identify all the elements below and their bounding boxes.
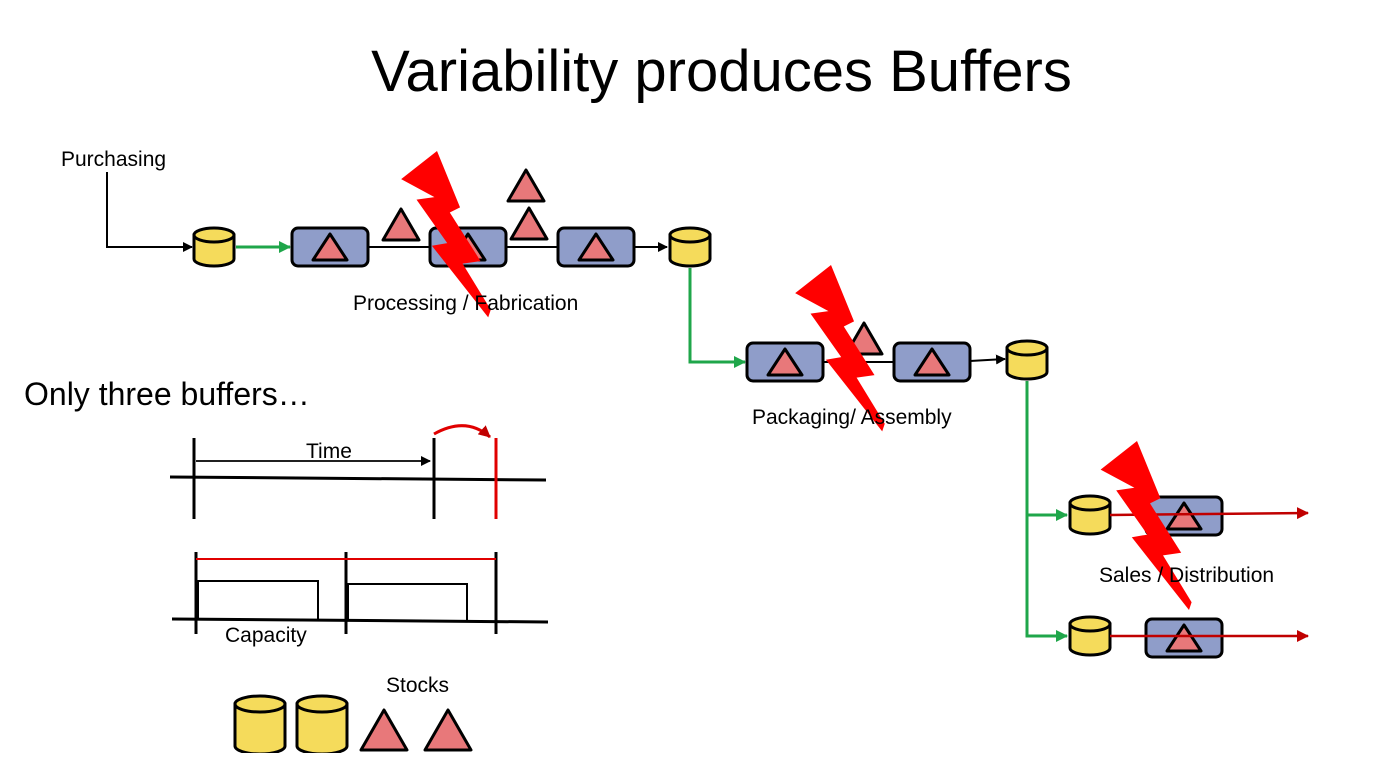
capacity-axis [171, 617, 549, 624]
stock-cylinder-icon [295, 694, 349, 756]
wip-triangle [506, 168, 546, 203]
subtitle: Only three buffers… [24, 376, 310, 412]
process-step-7 [1144, 617, 1224, 659]
green-flow-arrow [1025, 381, 1068, 642]
wip-triangle [509, 206, 549, 241]
label-stocks: Stocks [386, 674, 450, 697]
stock-triangle-icon [359, 708, 409, 752]
processing-flow [106, 168, 712, 268]
time-shift-arrow [433, 424, 491, 439]
stock-sales-1 [1068, 494, 1112, 536]
label-packaging: Packaging/ Assembly [752, 406, 952, 429]
label-sales: Sales / Distribution [1099, 564, 1275, 587]
stock-purchasing [192, 226, 236, 268]
stock-cylinder-icon [233, 694, 287, 756]
stock-after-processing [668, 226, 712, 268]
stock-triangle-icon [423, 708, 473, 752]
packaging-flow [688, 268, 1049, 383]
link-arrow [969, 354, 1006, 365]
label-purchasing: Purchasing [61, 148, 167, 171]
time-axis [169, 475, 547, 482]
process-step-5 [892, 341, 972, 383]
process-step-1 [290, 226, 370, 268]
stock-after-packaging [1005, 339, 1049, 381]
capacity-load-bar [197, 580, 319, 620]
time-buffer-diagram [169, 424, 547, 519]
label-time: Time [306, 440, 352, 463]
process-step-3 [556, 226, 636, 268]
wip-triangle [381, 207, 421, 242]
process-step-4 [745, 341, 825, 383]
capacity-load-bar [347, 583, 468, 622]
capacity-buffer-diagram [171, 552, 549, 634]
sales-flow [1025, 381, 1309, 659]
page-title: Variability produces Buffers [371, 39, 1072, 104]
label-capacity: Capacity [225, 624, 307, 647]
green-flow-arrow [688, 268, 746, 368]
stock-sales-2 [1068, 615, 1112, 657]
purchasing-arrow [106, 172, 193, 252]
stocks-buffer-diagram [233, 694, 473, 756]
label-processing: Processing / Fabrication [353, 292, 579, 315]
